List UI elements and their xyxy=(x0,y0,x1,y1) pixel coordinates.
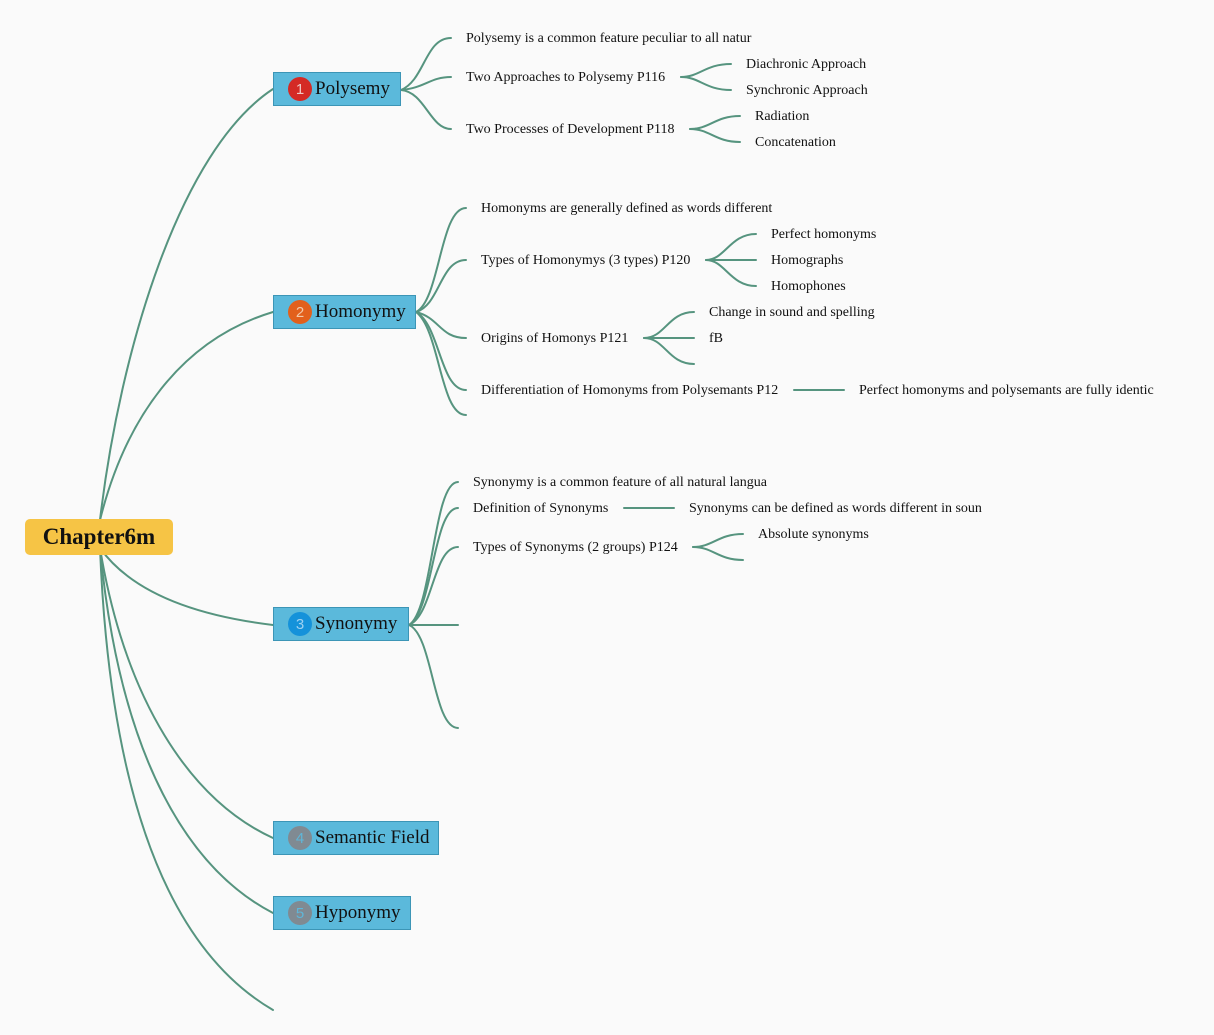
leaf-node[interactable]: Concatenation xyxy=(755,135,836,150)
topic-synonymy[interactable]: 3 Synonymy xyxy=(273,607,409,641)
root-node[interactable]: Chapter6m xyxy=(25,519,173,555)
leaf-node[interactable]: Perfect homonyms and polysemants are ful… xyxy=(859,383,1154,398)
leaf-node[interactable]: Radiation xyxy=(755,109,810,124)
topic-hyponymy[interactable]: 5 Hyponymy xyxy=(273,896,411,930)
leaf-node[interactable]: fB xyxy=(709,331,723,346)
subtopic-node[interactable]: Synonymy is a common feature of all natu… xyxy=(473,475,767,490)
leaf-node[interactable]: Synonyms can be defined as words differe… xyxy=(689,501,982,516)
topic-polysemy[interactable]: 1 Polysemy xyxy=(273,72,401,106)
leaf-node[interactable]: Homophones xyxy=(771,279,846,294)
subtopic-node[interactable]: Two Processes of Development P118 xyxy=(466,122,675,137)
subtopic-node[interactable]: Two Approaches to Polysemy P116 xyxy=(466,70,666,85)
subtopic-node[interactable]: Types of Synonyms (2 groups) P124 xyxy=(473,540,678,555)
root-label: Chapter6m xyxy=(42,524,156,549)
subtopic-node[interactable]: Types of Homonymys (3 types) P120 xyxy=(481,253,691,268)
topic-semantic-field[interactable]: 4 Semantic Field xyxy=(273,821,439,855)
subtopic-node[interactable]: Polysemy is a common feature peculiar to… xyxy=(466,31,752,46)
topic-label: Homonymy xyxy=(315,301,406,322)
number-4-icon: 4 xyxy=(288,826,312,850)
leaf-node[interactable]: Absolute synonyms xyxy=(758,527,869,542)
subtopic-node[interactable]: Origins of Homonys P121 xyxy=(481,331,629,346)
leaf-node[interactable]: Perfect homonyms xyxy=(771,227,877,242)
leaf-node[interactable]: Diachronic Approach xyxy=(746,57,867,72)
leaf-node[interactable]: Synchronic Approach xyxy=(746,83,868,98)
number-2-icon: 2 xyxy=(288,300,312,324)
subtopic-node[interactable]: Differentiation of Homonyms from Polysem… xyxy=(481,383,779,398)
number-5-icon: 5 xyxy=(288,901,312,925)
number-1-icon: 1 xyxy=(288,77,312,101)
leaf-node[interactable]: Change in sound and spelling xyxy=(709,305,875,320)
topic-label: Semantic Field xyxy=(315,827,430,848)
leaf-node[interactable]: Homographs xyxy=(771,253,844,268)
topic-label: Synonymy xyxy=(315,613,398,634)
number-3-icon: 3 xyxy=(288,612,312,636)
subtopic-node[interactable]: Definition of Synonyms xyxy=(473,501,609,516)
topic-label: Hyponymy xyxy=(315,902,401,923)
topic-homonymy[interactable]: 2 Homonymy xyxy=(273,295,416,329)
subtopic-node[interactable]: Homonyms are generally defined as words … xyxy=(481,201,773,216)
topic-label: Polysemy xyxy=(315,78,390,99)
